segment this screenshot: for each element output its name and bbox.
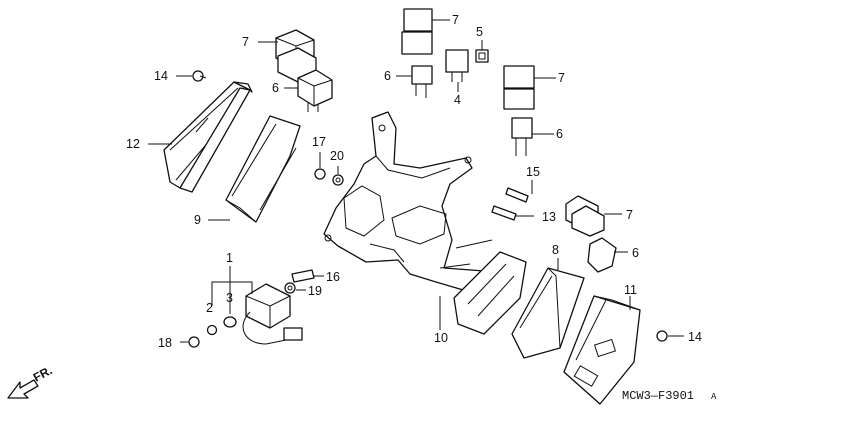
callout-6-d: 6 <box>632 246 639 260</box>
module-8 <box>511 267 585 359</box>
front-arrow-icon <box>7 379 39 399</box>
washer-20 <box>332 174 344 186</box>
callout-19: 19 <box>308 284 322 298</box>
callout-20: 20 <box>330 149 344 163</box>
callout-3: 3 <box>226 291 233 305</box>
bracket-10 <box>323 111 513 299</box>
callout-6-c: 6 <box>556 127 563 141</box>
callout-6-b: 6 <box>272 81 279 95</box>
callout-5: 5 <box>476 25 483 39</box>
washer-19 <box>284 282 296 294</box>
callout-17: 17 <box>312 135 326 149</box>
relay-left <box>297 69 333 112</box>
callout-labels: 7 5 7 6 4 6 7 14 6 12 17 20 15 13 7 9 6 … <box>126 13 702 350</box>
callout-4: 4 <box>454 93 461 107</box>
relay-center-6 <box>411 65 433 98</box>
callout-7-d: 7 <box>626 208 633 222</box>
leader-lines <box>148 19 684 343</box>
relay-stack-top-center <box>401 8 433 55</box>
bolt-16 <box>291 269 315 283</box>
relay-stack-top-left <box>275 29 317 83</box>
relay-stack-right <box>503 65 535 110</box>
relay-stack-lower-right <box>565 195 605 237</box>
ecu-9 <box>225 115 301 223</box>
nut-17 <box>314 168 326 180</box>
bolt-18 <box>188 336 200 348</box>
diagram-code-suffix: A <box>711 392 717 402</box>
diagram-code: MCW3—F3901 <box>622 389 694 403</box>
callout-7-a: 7 <box>242 35 249 49</box>
callout-12: 12 <box>126 137 140 151</box>
callout-6-a: 6 <box>384 69 391 83</box>
callout-15: 15 <box>526 165 540 179</box>
fuse-5 <box>475 49 489 63</box>
callout-1: 1 <box>226 251 233 265</box>
relay-lower-right-6 <box>587 237 617 273</box>
relay-right-6 <box>511 117 533 156</box>
callout-7-b: 7 <box>452 13 459 27</box>
callout-7-c: 7 <box>558 71 565 85</box>
callout-16: 16 <box>326 270 340 284</box>
bolt-15 <box>505 187 529 203</box>
callout-13: 13 <box>542 210 556 224</box>
bolt-13 <box>491 205 517 221</box>
washer-2 <box>206 324 218 336</box>
bolt-14-right <box>656 330 668 342</box>
bolt-14-top <box>192 70 207 82</box>
front-direction-indicator: FR. <box>7 363 54 399</box>
bracket-bottom-10 <box>453 251 527 335</box>
callout-2: 2 <box>206 301 213 315</box>
callout-18: 18 <box>158 336 172 350</box>
relay-center-4 <box>445 49 469 82</box>
cover-12 <box>163 81 253 193</box>
callout-8: 8 <box>552 243 559 257</box>
callout-10: 10 <box>434 331 448 345</box>
callout-14-a: 14 <box>154 69 168 83</box>
callout-11: 11 <box>624 283 637 297</box>
callout-14-b: 14 <box>688 330 702 344</box>
callout-9: 9 <box>194 213 201 227</box>
module-11 <box>563 295 641 405</box>
relay-1 <box>242 283 303 345</box>
grommet-3 <box>223 316 237 328</box>
